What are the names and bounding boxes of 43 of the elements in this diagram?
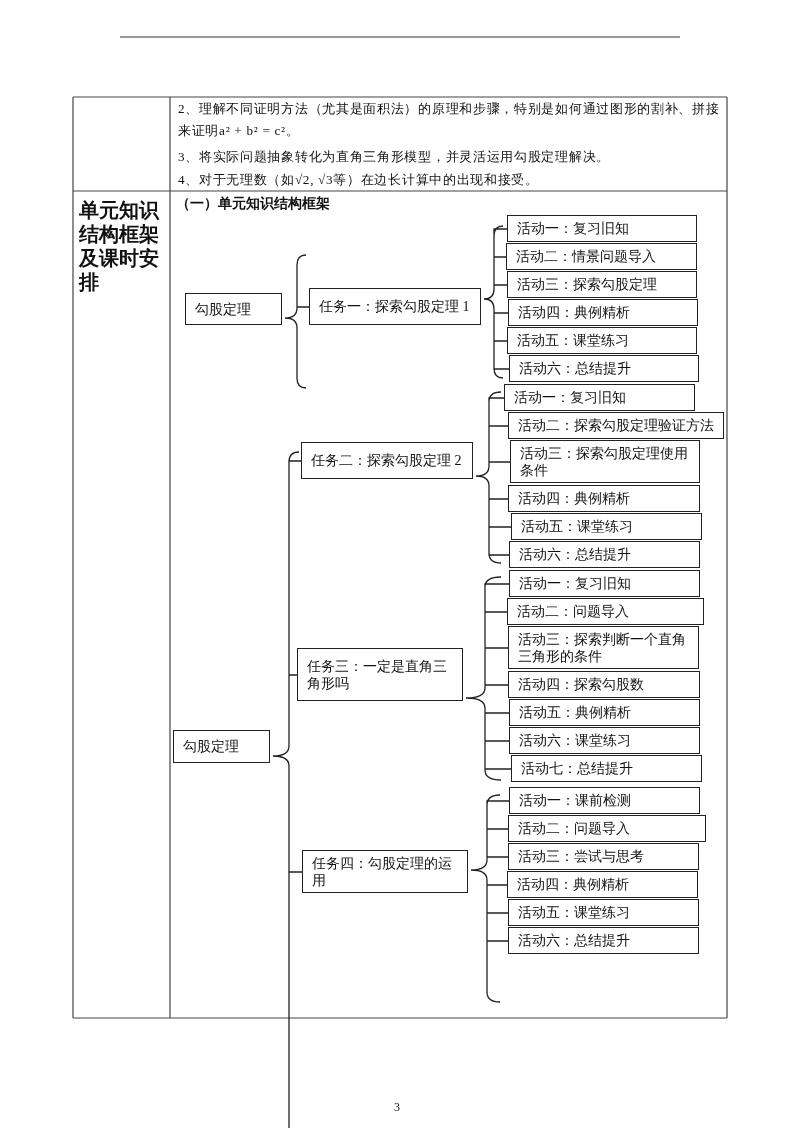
activity-box: 活动四：典例精析 (508, 485, 700, 512)
brace-connector (284, 254, 310, 389)
activity-box: 活动一：复习旧知 (509, 570, 700, 597)
activity-box: 活动二：情景问题导入 (506, 243, 697, 270)
activity-box: 活动六：总结提升 (509, 355, 699, 382)
activity-box: 活动六：总结提升 (509, 541, 700, 568)
activity-box: 活动七：总结提升 (511, 755, 702, 782)
activity-box: 活动三：探索勾股定理 (507, 271, 697, 298)
activity-box: 活动三：尝试与思考 (508, 843, 699, 870)
brace-connector (272, 451, 303, 1129)
activity-box: 活动一：复习旧知 (504, 384, 695, 411)
activity-box: 活动五：课堂练习 (508, 899, 699, 926)
task-box: 任务二：探索勾股定理 2 (301, 442, 473, 479)
objective-text: 4、对于无理数（如√2, √3等）在边长计算中的出现和接受。 (178, 171, 540, 189)
task-box: 任务四：勾股定理的运用 (302, 850, 468, 893)
activity-box: 活动四：探索勾股数 (508, 671, 700, 698)
activity-box: 活动三：探索勾股定理使用条件 (510, 440, 700, 483)
brace-connector (470, 794, 510, 1003)
section-heading: （一）单元知识结构框架 (176, 194, 330, 212)
activity-box: 活动五：课堂练习 (507, 327, 697, 354)
brace-connector (475, 391, 512, 564)
activity-box: 活动六：总结提升 (508, 927, 699, 954)
objective-text: 3、将实际问题抽象转化为直角三角形模型，并灵活运用勾股定理解决。 (178, 148, 611, 166)
topic-box: 勾股定理 (173, 730, 270, 763)
topic-box: 勾股定理 (185, 293, 282, 325)
activity-box: 活动二：问题导入 (507, 598, 704, 625)
activity-box: 活动五：课堂练习 (511, 513, 702, 540)
activity-box: 活动二：问题导入 (508, 815, 706, 842)
activity-box: 活动四：典例精析 (507, 871, 698, 898)
objective-text: 2、理解不同证明方法（尤其是面积法）的原理和步骤，特别是如何通过图形的割补、拼接来证明a² + b² = c²。 (178, 100, 721, 140)
task-box: 任务三：一定是直角三角形吗 (297, 648, 463, 701)
activity-box: 活动三：探索判断一个直角三角形的条件 (508, 626, 699, 669)
task-box: 任务一：探索勾股定理 1 (309, 288, 481, 325)
brace-connector (465, 576, 512, 781)
activity-box: 活动六：课堂练习 (509, 727, 700, 754)
row-heading: 单元知识结构框架及课时安排 (79, 198, 160, 294)
brace-connector (483, 225, 510, 379)
activity-box: 活动五：典例精析 (509, 699, 700, 726)
activity-box: 活动一：课前检测 (509, 787, 700, 814)
activity-box: 活动四：典例精析 (508, 299, 698, 326)
activity-box: 活动一：复习旧知 (507, 215, 697, 242)
page-number: 3 (394, 1100, 400, 1114)
activity-box: 活动二：探索勾股定理验证方法 (508, 412, 724, 439)
